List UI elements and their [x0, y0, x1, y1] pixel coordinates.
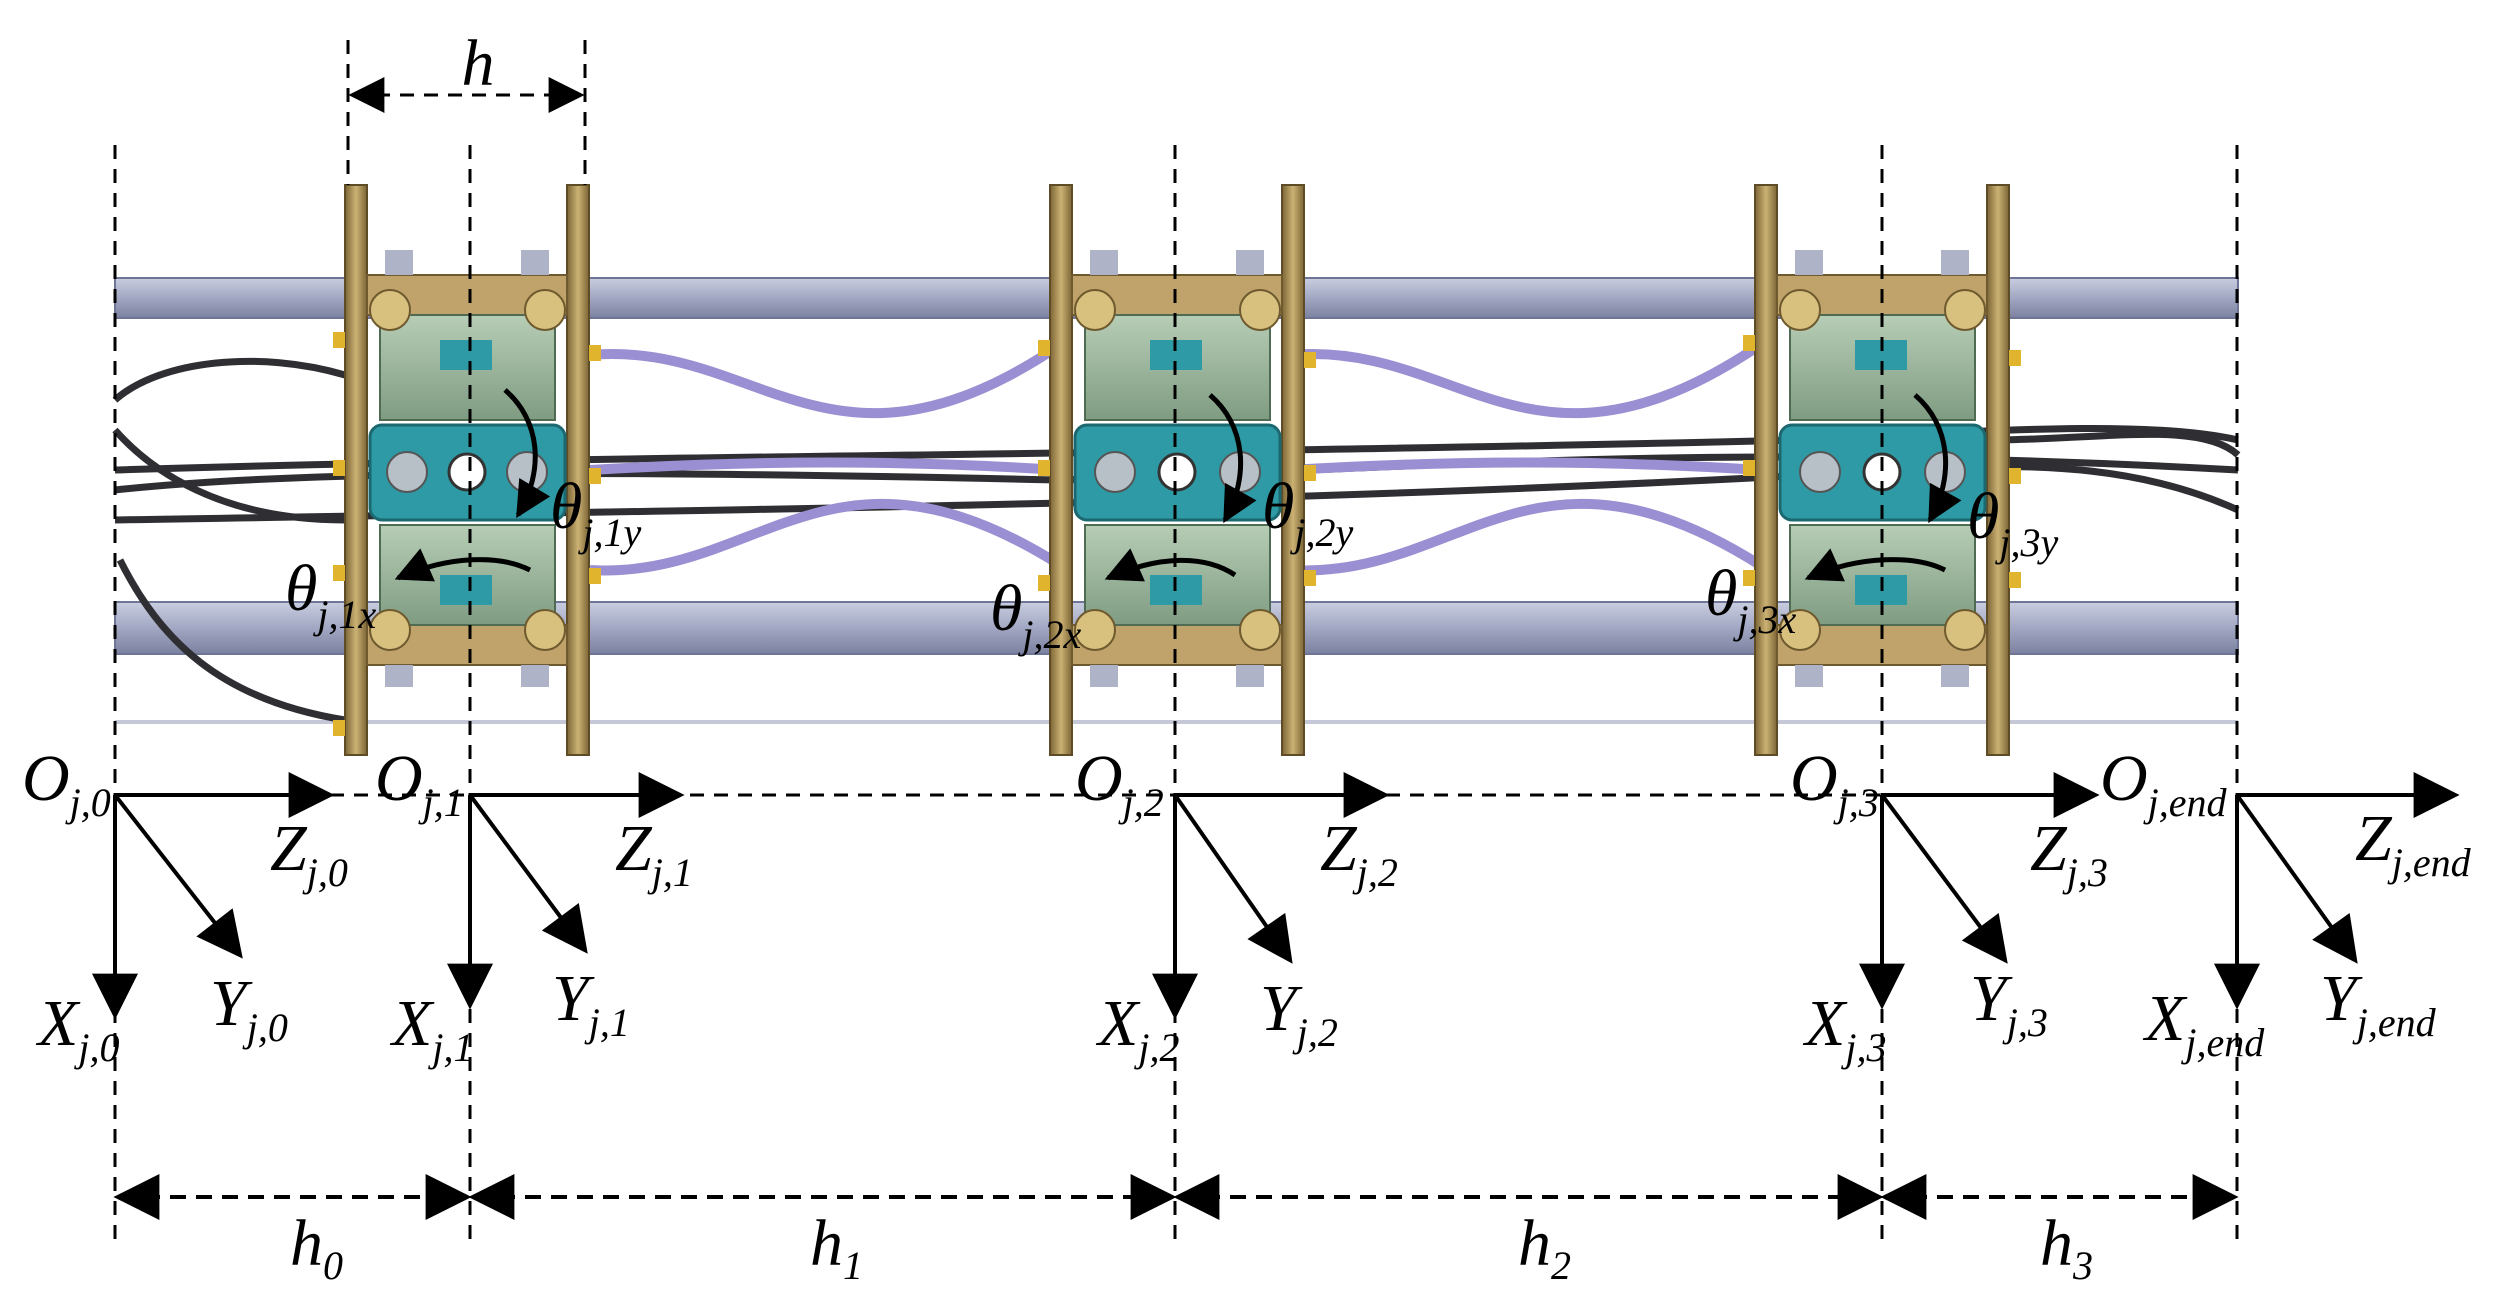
- origin-0-label: Oj,0: [22, 742, 111, 825]
- origin-1-label: Oj,1: [375, 742, 464, 825]
- y-3-label: Yj,3: [1970, 962, 2048, 1045]
- z-3-label: Zj,3: [2030, 812, 2108, 895]
- labels: Oj,0 Oj,1 Oj,2 Oj,3 Oj,end Zj,0 Zj,1 Zj,…: [22, 470, 2472, 1288]
- y-end-label: Yj,end: [2320, 962, 2437, 1045]
- h2-label: h2: [1518, 1207, 1571, 1288]
- z-0-label: Zj,0: [270, 812, 348, 895]
- theta-2y-label: θj,2y: [1262, 470, 1354, 555]
- origin-3-label: Oj,3: [1790, 742, 1879, 825]
- h3-label: h3: [2040, 1207, 2093, 1288]
- z-1-label: Zj,1: [615, 812, 693, 895]
- origin-2-label: Oj,2: [1075, 742, 1164, 825]
- origin-end-label: Oj,end: [2100, 742, 2228, 825]
- h0-label: h0: [290, 1207, 343, 1288]
- theta-3x-label: θj,3x: [1705, 557, 1797, 642]
- z-2-label: Zj,2: [1320, 812, 1398, 895]
- theta-2x-label: θj,2x: [990, 572, 1082, 657]
- y-1-label: Yj,1: [552, 962, 630, 1045]
- theta-1y-label: θj,1y: [550, 470, 642, 555]
- x-1-label: Xj,1: [389, 987, 473, 1070]
- joint-module-2: [1038, 184, 1316, 756]
- pneumatic-tubes: [589, 340, 1763, 576]
- theta-3y-label: θj,3y: [1967, 480, 2059, 565]
- h1-label: h1: [810, 1207, 863, 1288]
- y-0-label: Yj,0: [210, 967, 288, 1050]
- z-end-label: Zj,end: [2355, 802, 2472, 885]
- rotation-arrows: [394, 388, 1962, 582]
- coordinate-frames: [92, 772, 2460, 1020]
- y-2-label: Yj,2: [1260, 972, 1338, 1055]
- module-width-dimension: h: [348, 27, 585, 113]
- x-end-label: Xj,end: [2142, 982, 2265, 1065]
- module-width-label: h: [462, 27, 495, 100]
- theta-1x-label: θj,1x: [285, 552, 377, 637]
- x-2-label: Xj,2: [1095, 987, 1179, 1070]
- x-3-label: Xj,3: [1802, 987, 1886, 1070]
- x-0-label: Xj,0: [35, 987, 119, 1070]
